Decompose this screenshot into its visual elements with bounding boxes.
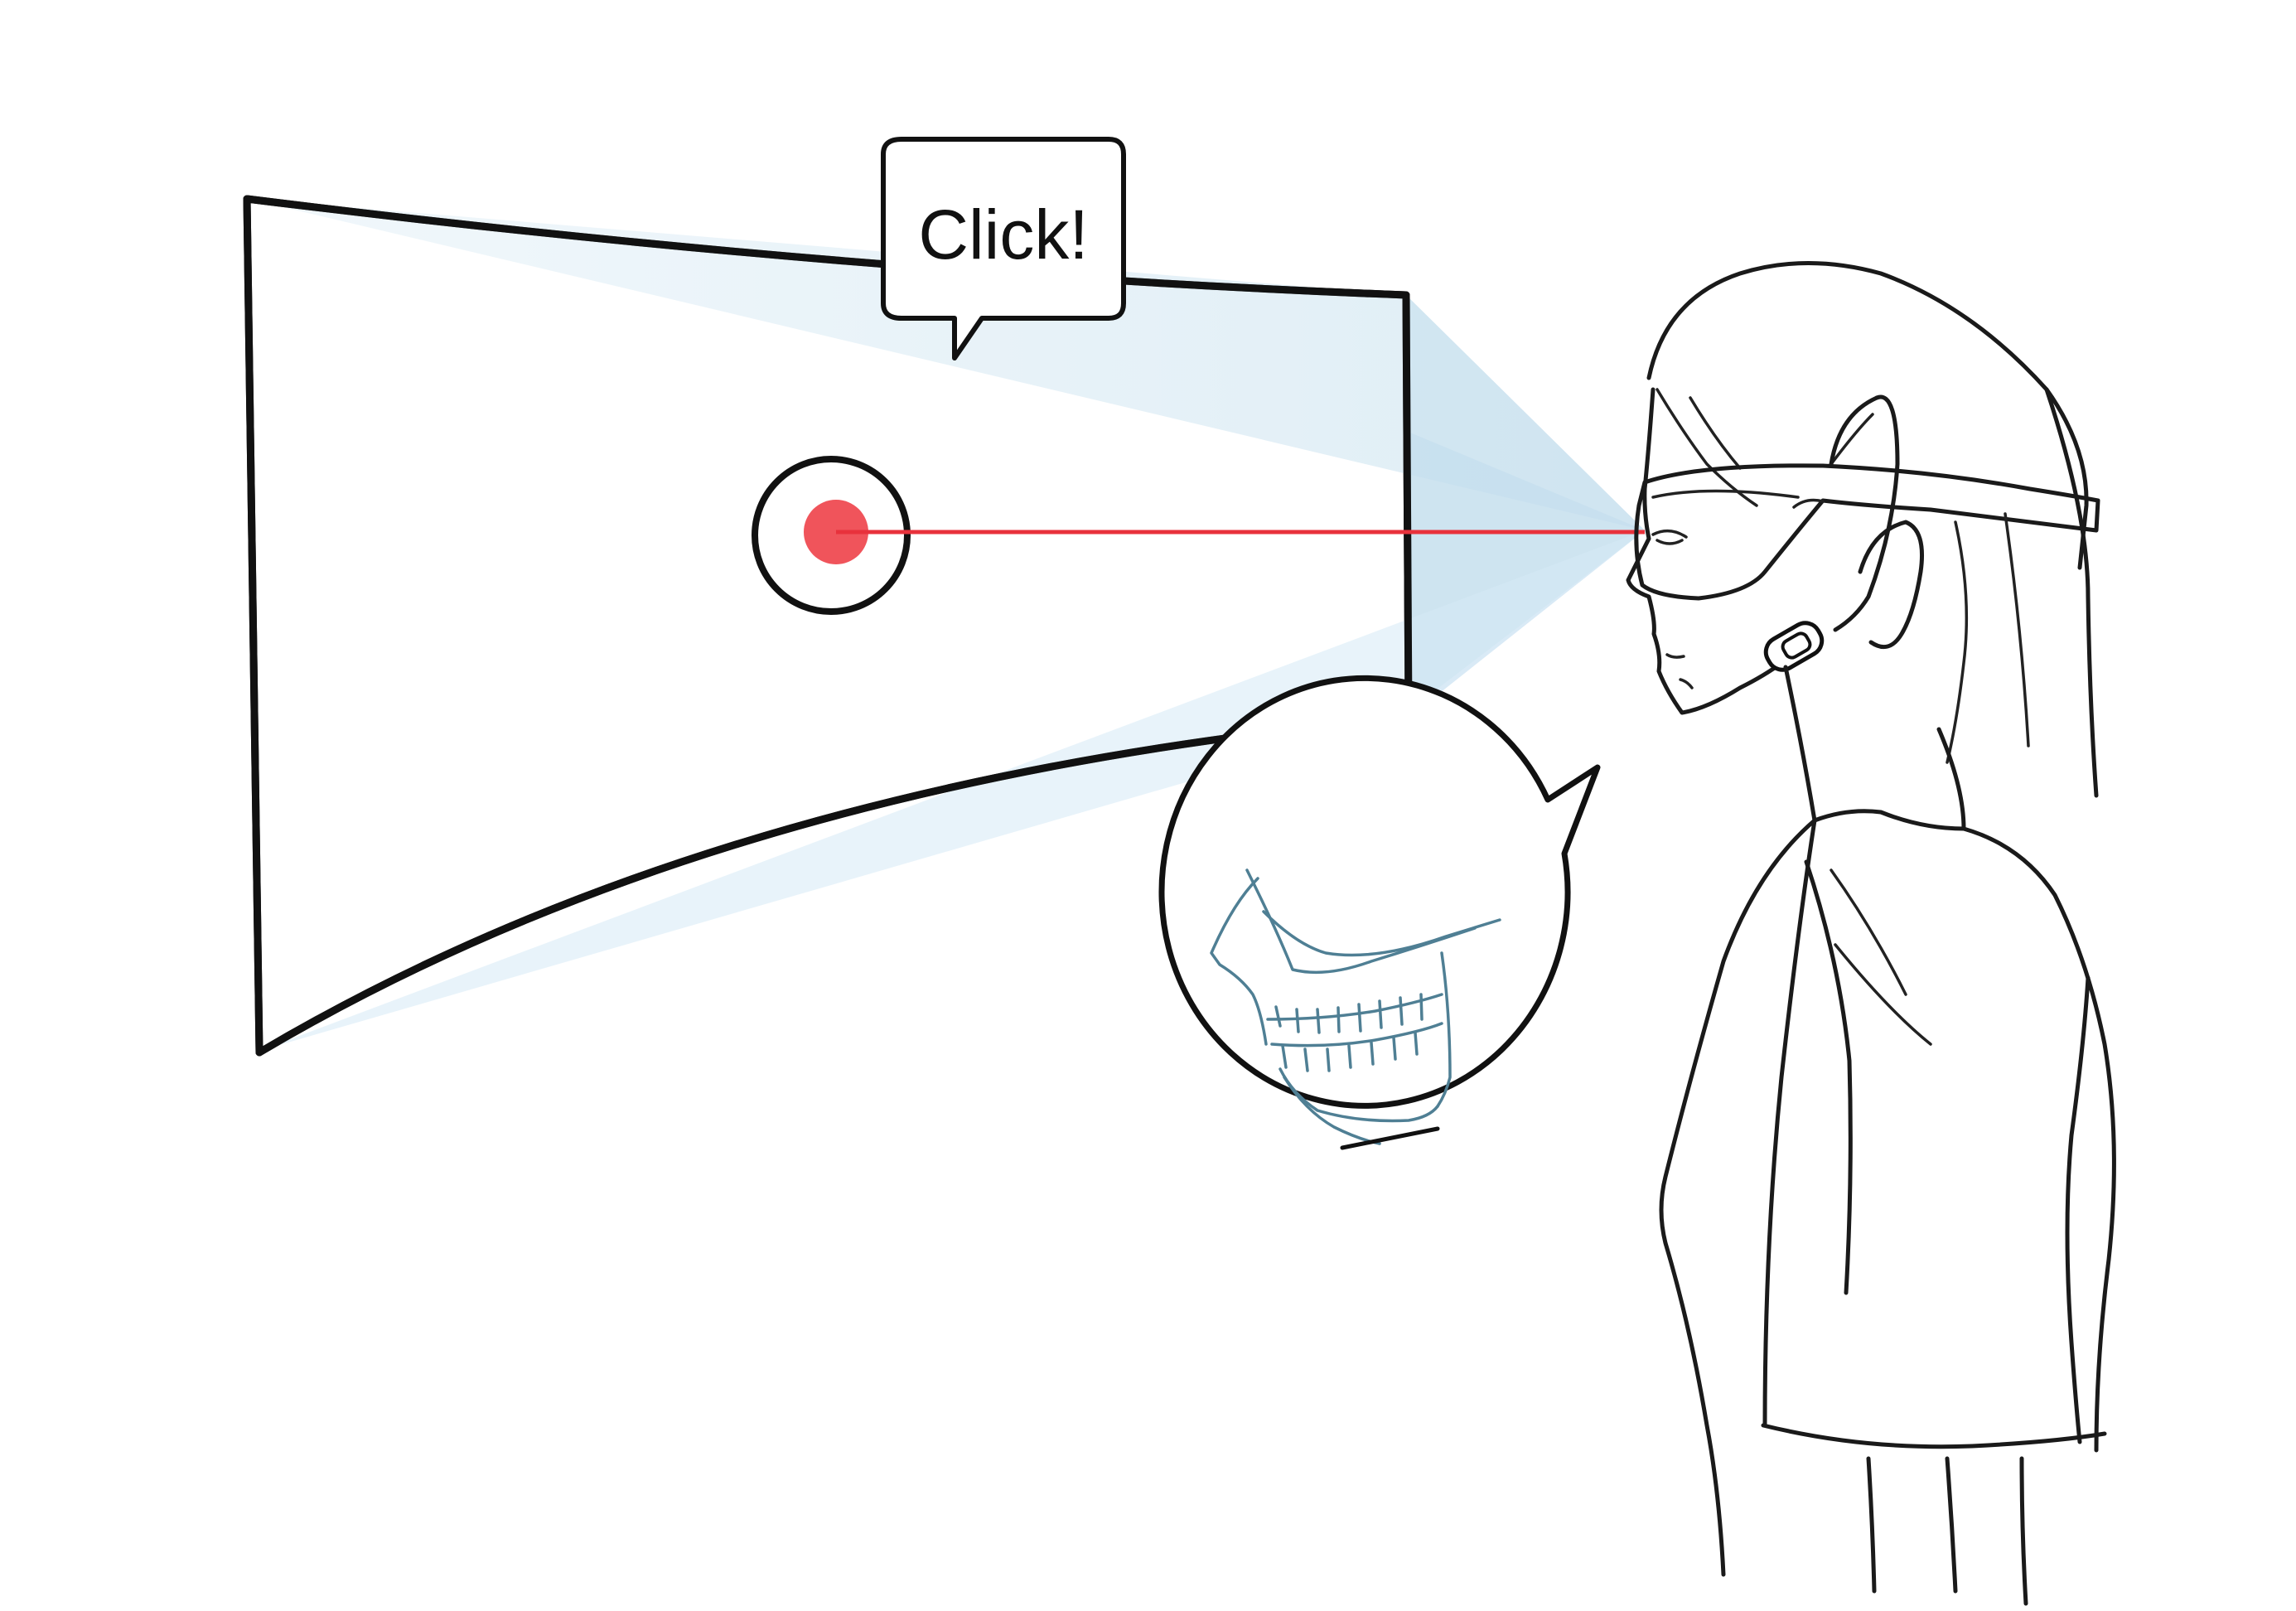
person xyxy=(1626,261,2116,1606)
person-face xyxy=(1626,387,1784,715)
person-shirt xyxy=(1659,818,1817,1577)
jaw-skull-icon xyxy=(1210,868,1501,1150)
person-ear xyxy=(1858,520,1925,650)
jaw-bubble-outline xyxy=(1158,675,1601,1109)
person-neck xyxy=(1783,665,1966,831)
jaw-bubble xyxy=(1158,675,1601,1150)
click-callout: Click! xyxy=(881,137,1126,360)
gaze-target-icon xyxy=(752,456,911,615)
gaze-cone xyxy=(249,199,1645,530)
smart-glasses xyxy=(1634,463,2100,601)
click-callout-bubble xyxy=(881,137,1126,360)
person-hair xyxy=(1646,261,2089,570)
earpiece-icon xyxy=(1763,394,1900,672)
click-callout-text: Click! xyxy=(918,196,1088,273)
